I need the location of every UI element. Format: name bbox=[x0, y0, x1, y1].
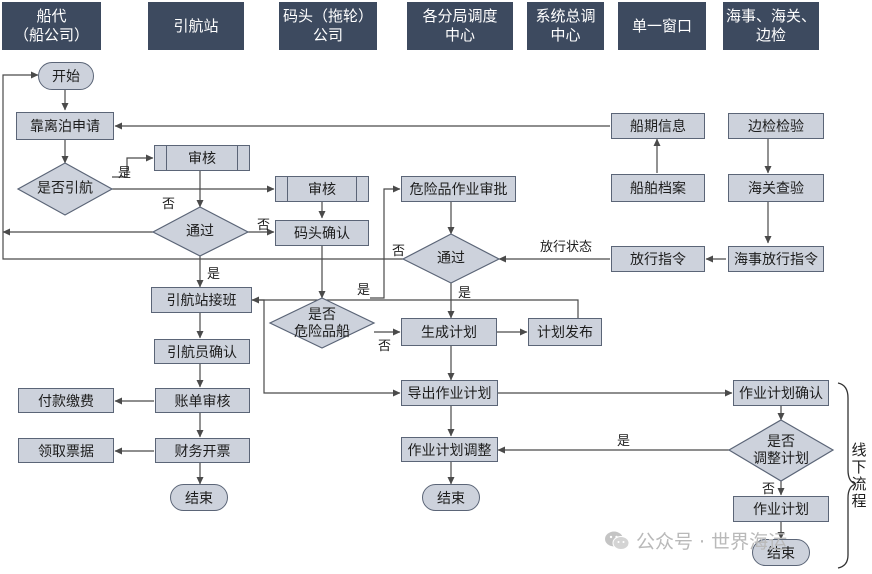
edge-needpilot-yes bbox=[112, 154, 154, 178]
label-no-hazmat: 否 bbox=[378, 339, 392, 354]
decision-need-pilot bbox=[16, 162, 114, 216]
node-review-pilot: 审核 bbox=[154, 145, 250, 171]
header-system-dispatch: 系统总调 中心 bbox=[527, 2, 604, 50]
decision-is-hazmat-label: 是否 危险品船 bbox=[294, 307, 350, 340]
edge-hazmat-yes bbox=[370, 185, 401, 299]
watermark-text: 公众号 · 世界海运 bbox=[636, 531, 788, 553]
node-hazmat-approval: 危险品作业审批 bbox=[401, 176, 516, 202]
edge-shift-export bbox=[252, 299, 401, 397]
node-customs-check: 海关查验 bbox=[728, 174, 824, 202]
decision-pass-right-label: 通过 bbox=[437, 250, 465, 267]
label-yes-adjust: 是 bbox=[617, 434, 631, 449]
header-branch-dispatch: 各分局调度 中心 bbox=[407, 2, 513, 50]
node-bill-review: 账单审核 bbox=[155, 388, 250, 413]
header-shipping-agent: 船代 （船公司） bbox=[2, 2, 101, 50]
start-terminal: 开始 bbox=[38, 62, 94, 90]
node-plan-confirm: 作业计划确认 bbox=[733, 380, 829, 406]
watermark: 公众号 · 世界海运 bbox=[604, 527, 787, 554]
decision-need-adjust bbox=[727, 419, 835, 482]
header-terminal: 码头（拖轮） 公司 bbox=[279, 2, 377, 50]
node-ship-archive: 船舶档案 bbox=[611, 174, 705, 202]
decision-need-pilot-label: 是否引航 bbox=[37, 180, 93, 197]
label-no-passleft: 否 bbox=[257, 218, 271, 233]
node-review-terminal: 审核 bbox=[275, 176, 369, 202]
label-yes-needpilot: 是 bbox=[118, 166, 132, 181]
node-finance-invoice: 财务开票 bbox=[155, 438, 250, 463]
node-get-receipt: 领取票据 bbox=[18, 438, 114, 463]
node-adjust-plan: 作业计划调整 bbox=[401, 437, 498, 462]
wechat-icon bbox=[605, 531, 630, 550]
label-yes-passleft: 是 bbox=[207, 267, 221, 282]
node-publish-plan: 计划发布 bbox=[528, 318, 602, 346]
node-generate-plan: 生成计划 bbox=[401, 318, 497, 346]
label-no-passright: 否 bbox=[392, 244, 406, 259]
header-single-window: 单一窗口 bbox=[618, 2, 706, 50]
decision-need-adjust-label: 是否 调整计划 bbox=[753, 434, 809, 467]
end-terminal-left: 结束 bbox=[170, 484, 228, 511]
label-release-status: 放行状态 bbox=[540, 240, 593, 255]
node-export-plan: 导出作业计划 bbox=[401, 380, 498, 406]
end-terminal-mid: 结束 bbox=[422, 484, 480, 511]
header-maritime-customs: 海事、海关、 边检 bbox=[723, 2, 819, 50]
node-release-order: 放行指令 bbox=[611, 246, 705, 272]
node-ship-schedule: 船期信息 bbox=[611, 113, 705, 139]
label-yes-hazmat: 是 bbox=[357, 283, 371, 298]
node-payment: 付款缴费 bbox=[18, 388, 114, 413]
end-terminal-right: 结束 bbox=[752, 539, 810, 566]
label-no-adjust: 否 bbox=[762, 482, 776, 497]
node-pilot-shift: 引航站接班 bbox=[151, 287, 252, 313]
node-terminal-confirm: 码头确认 bbox=[275, 220, 369, 246]
decision-pass-right bbox=[401, 233, 501, 284]
label-yes-passright: 是 bbox=[458, 286, 472, 301]
label-no-needpilot: 否 bbox=[162, 197, 176, 212]
node-work-plan: 作业计划 bbox=[733, 496, 829, 522]
label-offline-flow: 线下流程 bbox=[851, 441, 867, 510]
edge-passright-no bbox=[2, 71, 403, 260]
decision-pass-left bbox=[151, 206, 250, 257]
offline-brace bbox=[837, 382, 857, 569]
decision-pass-left-label: 通过 bbox=[186, 223, 214, 240]
node-berth-request: 靠离泊申请 bbox=[16, 112, 114, 140]
node-pilot-confirm: 引航员确认 bbox=[154, 339, 250, 364]
edge-publish-shift bbox=[251, 296, 579, 318]
decision-is-hazmat bbox=[268, 297, 376, 349]
node-maritime-release: 海事放行指令 bbox=[728, 246, 824, 272]
node-border-check: 边检检验 bbox=[728, 113, 824, 139]
header-pilot-station: 引航站 bbox=[148, 2, 244, 50]
